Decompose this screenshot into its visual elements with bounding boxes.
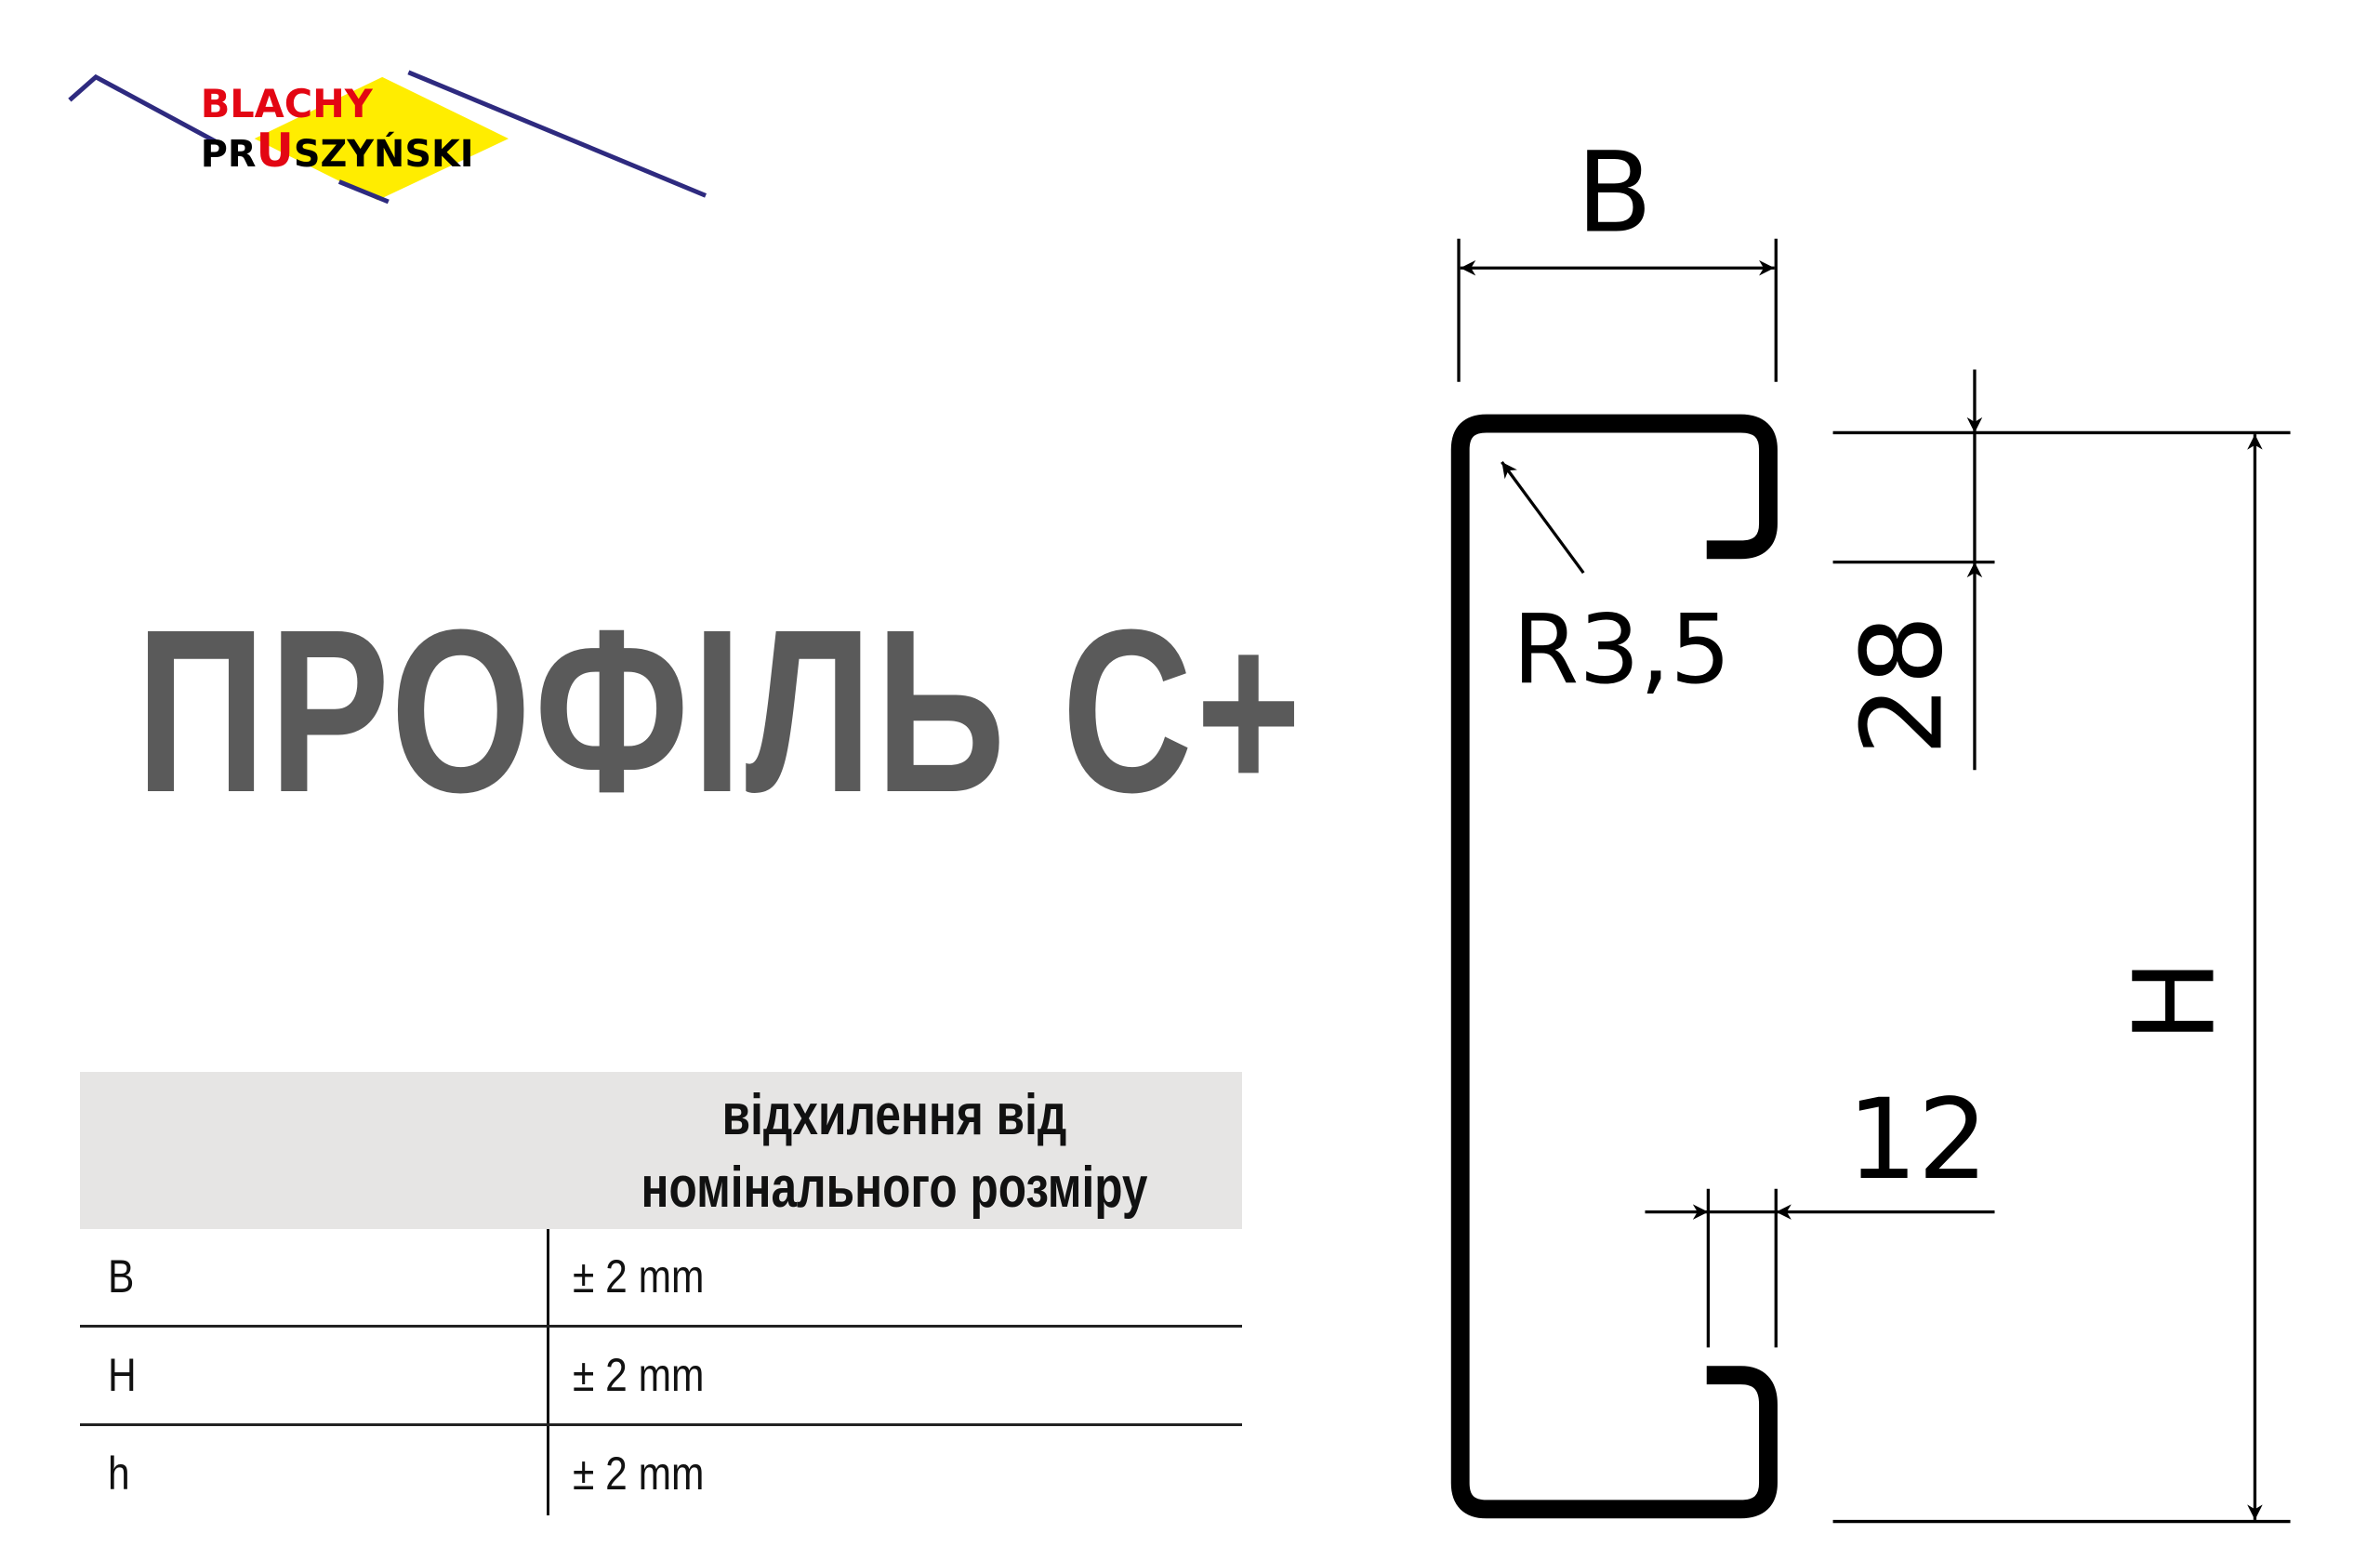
row-tolerance: ± 2 mm — [573, 1349, 705, 1401]
dimension-h — [1832, 434, 2291, 1524]
logo-roof-line-left — [68, 73, 218, 144]
row-tolerance: ± 2 mm — [573, 1448, 705, 1500]
tolerance-table: відхилення від номінального розміру B ± … — [80, 1072, 1242, 1522]
logo: BLACHY PRUSZYŃSKI — [68, 70, 707, 205]
logo-yellow-diamond — [254, 76, 509, 201]
table-header: відхилення від номінального розміру — [80, 1072, 1242, 1229]
logo-text-pruszynski: PRUSZYŃSKI — [201, 124, 474, 178]
table-row: H ± 2 mm — [80, 1328, 1242, 1426]
radius-label: R3,5 — [1513, 595, 1731, 706]
row-param: h — [108, 1448, 130, 1500]
page-title: ПРОФІЛЬ С+ — [136, 581, 1305, 840]
row-param: H — [108, 1349, 137, 1401]
table-header-tolerance: відхилення від номінального розміру — [641, 1083, 1148, 1220]
dimension-h-label: H — [2111, 959, 2241, 1043]
table-row: B ± 2 mm — [80, 1229, 1242, 1328]
row-tolerance: ± 2 mm — [573, 1250, 705, 1302]
logo-text-blachy: BLACHY — [201, 82, 374, 126]
table-column-divider — [547, 1072, 549, 1515]
dimension-b-label: B — [1576, 128, 1652, 258]
dimension-b — [1457, 238, 1778, 382]
logo-roof-line-bottom — [337, 179, 390, 205]
dimension-12-label: 12 — [1847, 1076, 1989, 1205]
row-param: B — [108, 1250, 135, 1302]
c-profile-shape — [1450, 414, 1778, 1519]
table-row: h ± 2 mm — [80, 1426, 1242, 1522]
dimension-28 — [1832, 369, 2291, 771]
logo-roof-line-right — [407, 70, 707, 198]
dimension-28-label: 28 — [1839, 615, 1968, 756]
dimension-12 — [1645, 1188, 1995, 1348]
radius-arrow — [1501, 460, 1585, 575]
